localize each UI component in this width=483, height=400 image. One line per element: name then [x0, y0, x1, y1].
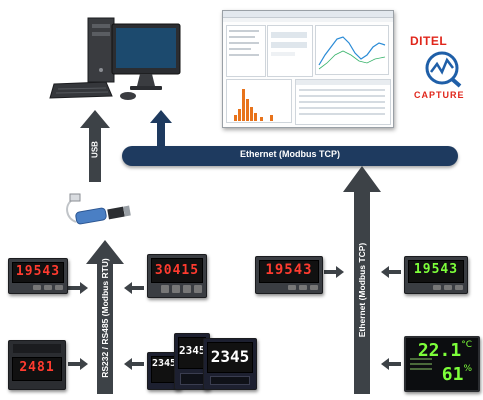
- large-display-top-unit: °C: [461, 340, 472, 350]
- usb-arrow: [80, 110, 110, 182]
- controller-mid-display: 2345: [179, 344, 206, 357]
- monitor-screen: [116, 28, 176, 68]
- rs-bus-label: RS232 / RS485 (Modbus RTU): [100, 258, 110, 378]
- arrow-meter-eth-right: [381, 266, 401, 278]
- ethernet-vertical-label: Ethernet (Modbus TCP): [357, 242, 367, 338]
- software-panel-left: [226, 25, 266, 77]
- usb-label: USB: [90, 141, 100, 158]
- large-display-bottom-unit: %: [463, 364, 472, 374]
- large-display-top-row: 22.1°C: [418, 340, 472, 361]
- arrow-meter-left-top: [68, 282, 88, 294]
- software-histogram: [226, 79, 292, 123]
- logo-product: CAPTURE: [414, 90, 465, 100]
- arrow-controllers: [124, 358, 144, 370]
- controller-small-display: 2345: [152, 358, 177, 369]
- ethernet-vertical-arrow: [343, 166, 381, 394]
- logo-brand: DITEL: [410, 34, 448, 48]
- controller-large: 2345: [203, 338, 257, 390]
- meter-eth-left: 19543: [255, 256, 323, 294]
- arrow-meter-center-top: [124, 282, 144, 294]
- large-display-bottom-row: 61%: [442, 364, 472, 385]
- rs-bus-arrow: [86, 240, 124, 394]
- software-panel-mid: [267, 25, 313, 77]
- ethernet-bus-label: Ethernet (Modbus TCP): [240, 149, 340, 159]
- arrow-meter-left-bottom: [68, 358, 88, 370]
- meter-eth-right-display: 19543: [413, 262, 459, 277]
- large-display-top-value: 22.1: [417, 340, 462, 361]
- bus-to-pc-arrow: [150, 110, 172, 146]
- meter-center-top: 30415: [147, 254, 207, 298]
- ethernet-bus: Ethernet (Modbus TCP): [122, 146, 458, 166]
- meter-eth-right: 19543: [404, 256, 468, 294]
- meter-left-bottom-display: 2481: [19, 360, 55, 375]
- arrow-large-display: [381, 358, 401, 370]
- software-titlebar: [223, 11, 393, 18]
- software-table: [295, 79, 391, 125]
- meter-center-top-display: 30415: [154, 263, 200, 278]
- software-toolbar: [223, 18, 393, 22]
- arrow-meter-eth-left: [324, 266, 344, 278]
- logo-graph-icon: [425, 51, 462, 88]
- computer-illustration: [49, 17, 181, 100]
- mouse: [120, 92, 136, 100]
- usb-rs-converter: [66, 193, 131, 225]
- meter-left-top: 19543: [8, 258, 68, 294]
- large-display: 22.1°C 61%: [404, 336, 480, 392]
- keyboard: [49, 81, 113, 99]
- meter-eth-left-display: 19543: [265, 262, 313, 278]
- software-line-chart: [315, 25, 389, 75]
- ditel-capture-logo: DITEL CAPTURE: [408, 34, 478, 104]
- controller-large-display: 2345: [210, 347, 250, 366]
- meter-left-bottom: 2481: [8, 340, 66, 390]
- meter-left-top-display: 19543: [15, 264, 61, 279]
- software-window: [222, 10, 394, 128]
- large-display-info-lines: [410, 358, 432, 370]
- large-display-bottom-value: 61: [441, 364, 464, 385]
